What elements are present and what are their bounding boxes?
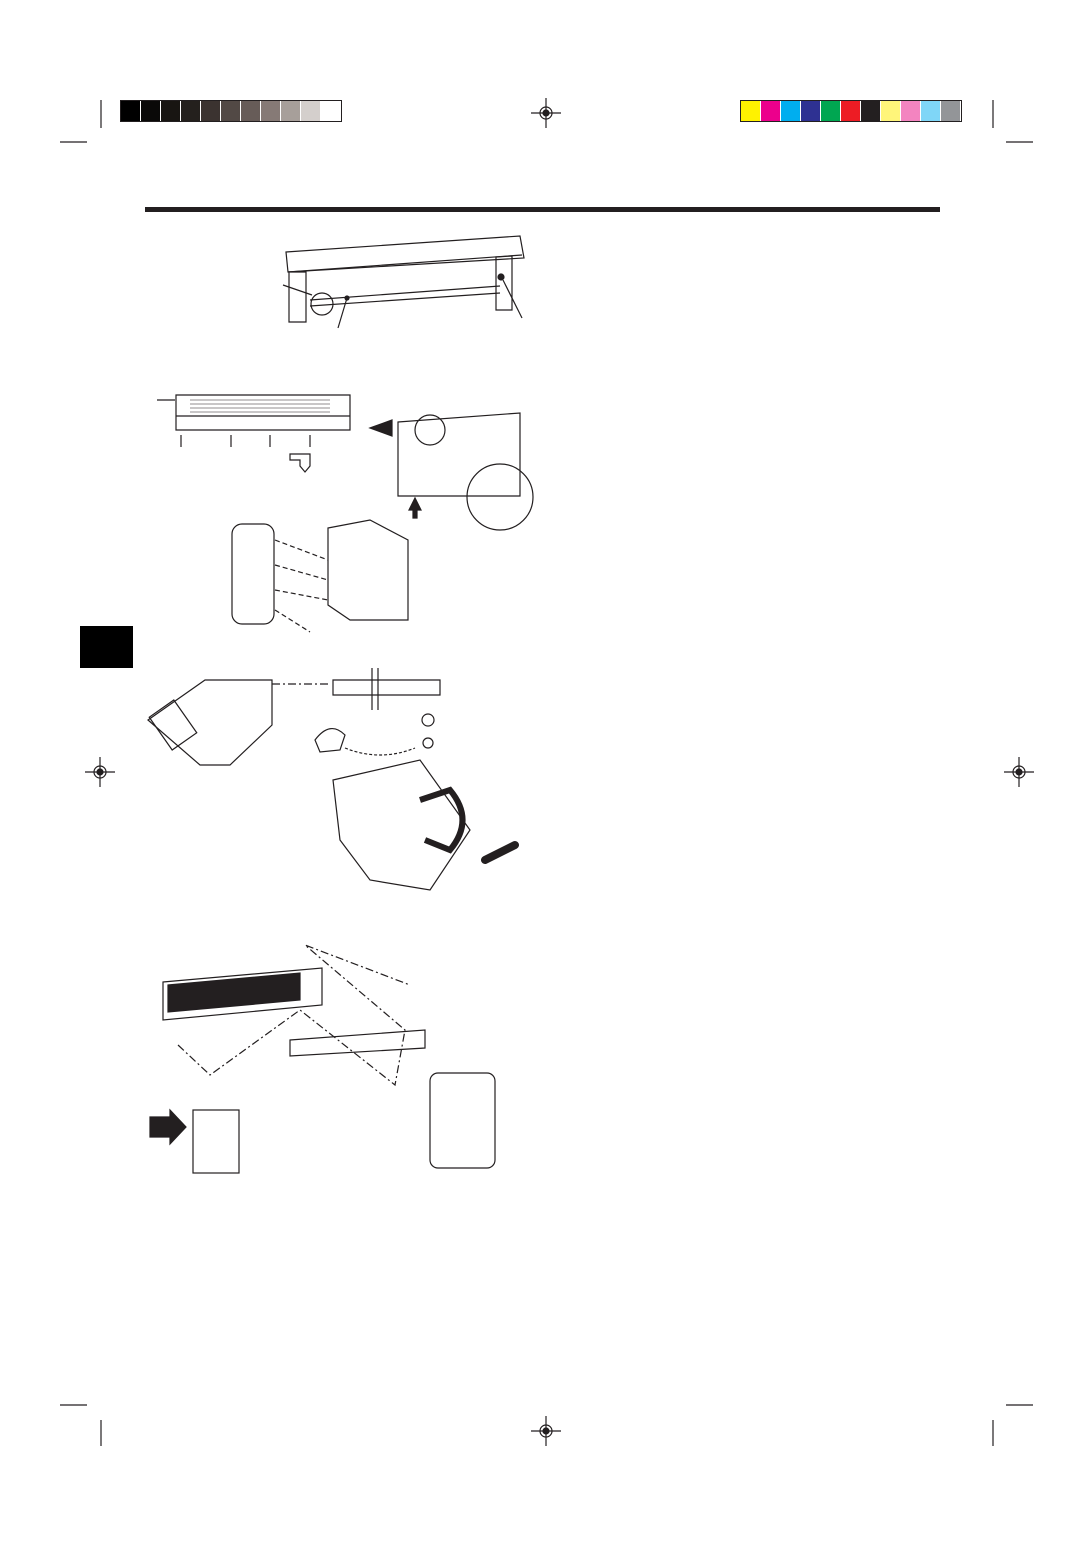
- unit-mounting-figure: [149, 944, 496, 1174]
- swatch-3: [781, 101, 801, 121]
- registration-mark-top: [531, 98, 561, 128]
- swatch-7: [241, 101, 261, 121]
- crop-marks: [60, 100, 1033, 1446]
- swatch-5: [821, 101, 841, 121]
- drain-pan-figure: [332, 759, 519, 891]
- indoor-unit-figure: [157, 394, 534, 531]
- swatch-5: [201, 101, 221, 121]
- swatch-1: [741, 101, 761, 121]
- mounting-plate-figure: [282, 235, 525, 329]
- swatch-10: [301, 101, 321, 121]
- swatch-1: [121, 101, 141, 121]
- header-rule: [145, 207, 940, 212]
- swatch-9: [281, 101, 301, 121]
- swatch-7: [861, 101, 881, 121]
- grayscale-calibration-bar: [120, 100, 342, 122]
- swatch-8: [261, 101, 281, 121]
- swatch-4: [181, 101, 201, 121]
- color-calibration-bar: [740, 100, 962, 122]
- registration-mark-right: [1004, 757, 1034, 787]
- swatch-11: [941, 101, 961, 121]
- registration-mark-left: [85, 757, 115, 787]
- swatch-3: [161, 101, 181, 121]
- swatch-10: [921, 101, 941, 121]
- side-panel-exploded-figure: [231, 519, 409, 633]
- swatch-9: [901, 101, 921, 121]
- swatch-11: [321, 101, 341, 121]
- swatch-4: [801, 101, 821, 121]
- drain-hose-figure: [147, 668, 441, 766]
- swatch-6: [841, 101, 861, 121]
- swatch-8: [881, 101, 901, 121]
- swatch-2: [141, 101, 161, 121]
- swatch-2: [761, 101, 781, 121]
- swatch-6: [221, 101, 241, 121]
- section-tab: [80, 626, 133, 668]
- registration-mark-bottom: [531, 1416, 561, 1446]
